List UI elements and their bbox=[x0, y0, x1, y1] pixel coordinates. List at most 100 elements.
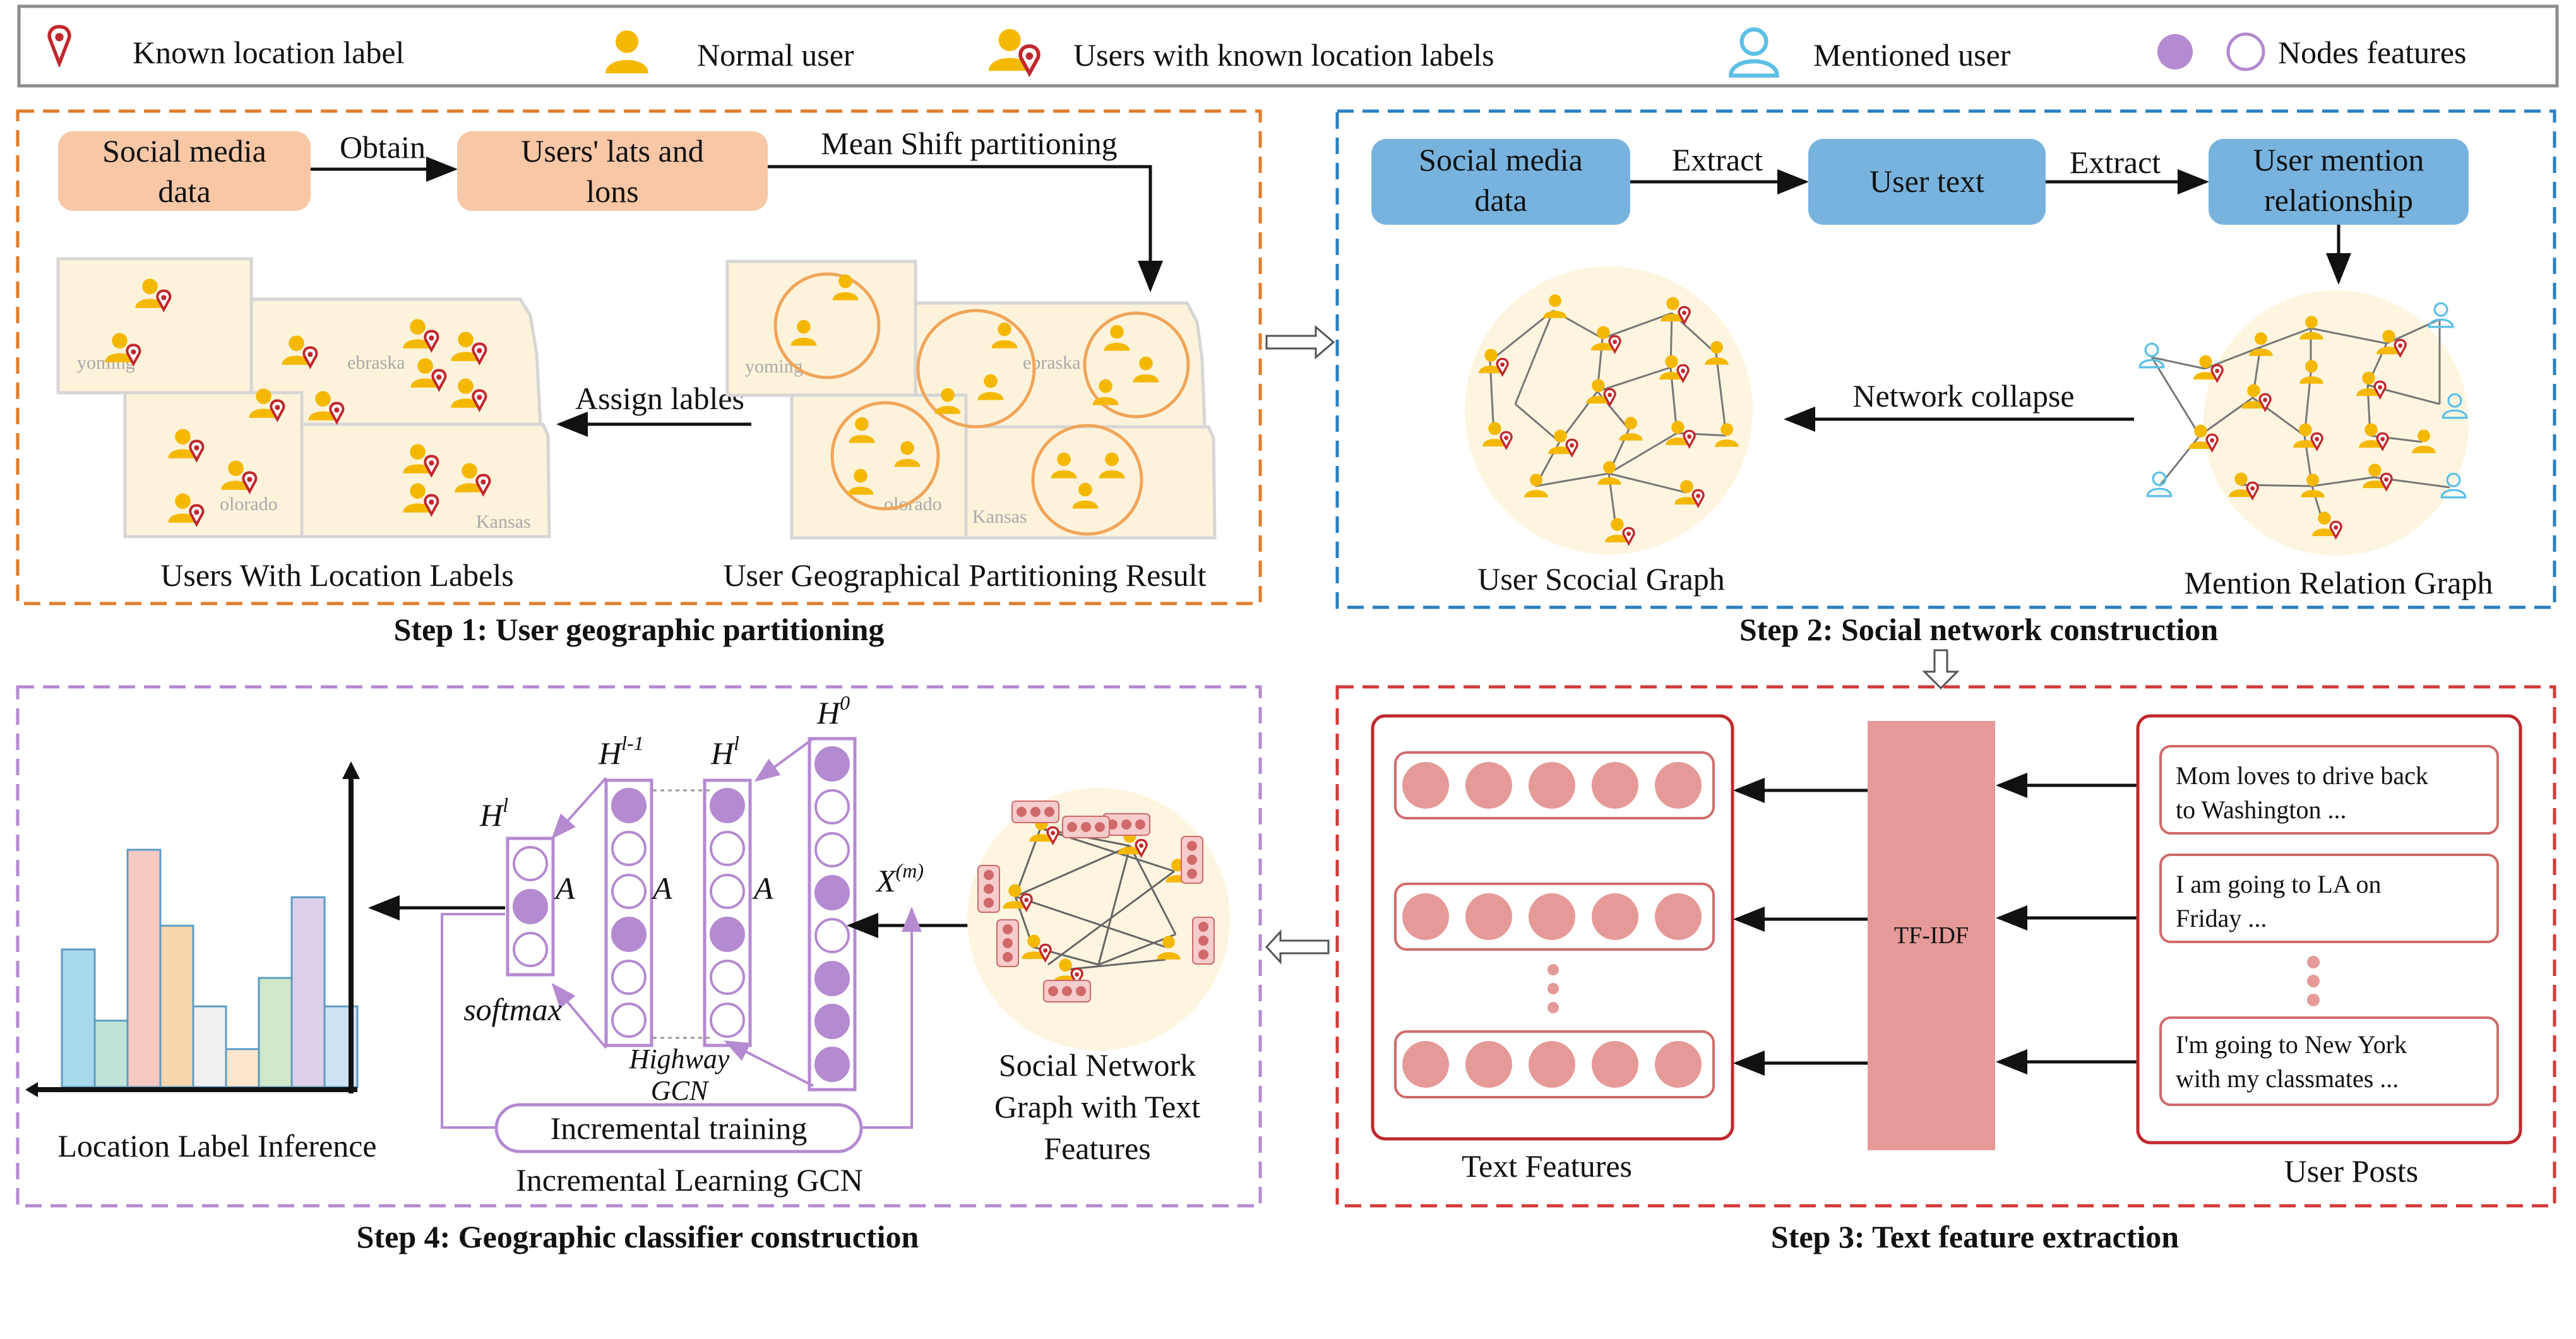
node-empty bbox=[710, 831, 745, 866]
step2-usertext-label: User text bbox=[1869, 164, 1984, 199]
social-network-text-graph bbox=[967, 788, 1230, 1050]
node-empty bbox=[814, 789, 850, 824]
step1-panel: Social media data Obtain Users' lats and… bbox=[16, 109, 1262, 647]
tfidf-block bbox=[1868, 721, 1995, 1150]
step4-panel: Location Label Inference Hl Hl-1 Hl H0 A… bbox=[16, 685, 1262, 1254]
post-line: I am going to LA on bbox=[2176, 870, 2382, 898]
step2-panel: Social media data Extract User text Extr… bbox=[1335, 109, 2556, 647]
node-empty bbox=[710, 960, 745, 995]
step4-caption-inference: Location Label Inference bbox=[57, 1128, 376, 1163]
feature-dot bbox=[1402, 1041, 1449, 1088]
step2-social-line1: Social media bbox=[1419, 142, 1583, 177]
graph-caption-line: Features bbox=[1044, 1131, 1150, 1166]
step2-collapse-label: Network collapse bbox=[1852, 378, 2074, 414]
legend-known-location-label: Known location label bbox=[133, 35, 404, 70]
highway-label: Highway bbox=[629, 1044, 730, 1074]
h-0-label: H0 bbox=[816, 691, 850, 730]
step2-title: Step 2: Social network construction bbox=[1739, 612, 2218, 647]
x-m-label: X(m) bbox=[875, 859, 924, 898]
step3-title: Step 3: Text feature extraction bbox=[1771, 1219, 2179, 1254]
bar bbox=[159, 924, 194, 1088]
a-label: A bbox=[554, 871, 575, 906]
step1-caption-left: Users With Location Labels bbox=[160, 557, 513, 593]
feature-dot bbox=[1655, 762, 1702, 809]
node-empty bbox=[513, 846, 548, 881]
post-card bbox=[2159, 745, 2499, 835]
feature-dot bbox=[1592, 893, 1638, 940]
step3-panel: TF-IDF Mom loves to drive back to Washin… bbox=[1335, 685, 2556, 1254]
incremental-training-label: Incremental training bbox=[551, 1110, 808, 1146]
post-line: with my classmates ... bbox=[2176, 1064, 2399, 1093]
post-card bbox=[2159, 1016, 2499, 1106]
bar bbox=[61, 948, 96, 1088]
step1-latlon-line2: lons bbox=[586, 174, 638, 209]
step4-title: Step 4: Geographic classifier constructi… bbox=[357, 1219, 919, 1254]
mention-relation-graph bbox=[2138, 290, 2469, 556]
cluster-circles bbox=[773, 272, 1190, 536]
node-empty bbox=[710, 874, 745, 909]
step1-latlon-line1: Users' lats and bbox=[521, 133, 704, 169]
post-line: I'm going to New York bbox=[2176, 1030, 2407, 1059]
node-filled bbox=[710, 788, 745, 823]
softmax-label: softmax bbox=[463, 992, 562, 1027]
feature-dot bbox=[1655, 893, 1702, 940]
node-empty bbox=[814, 918, 850, 953]
step2-social-box bbox=[1371, 139, 1630, 225]
step4-caption-gcn: Incremental Learning GCN bbox=[516, 1162, 863, 1198]
step1-title: Step 1: User geographic partitioning bbox=[394, 612, 885, 647]
tfidf-label: TF-IDF bbox=[1894, 922, 1969, 949]
gcn-layer bbox=[703, 778, 752, 1047]
step1-to-step2-arrow bbox=[1265, 324, 1335, 360]
training-loop-right bbox=[861, 907, 922, 1129]
h-l-label: Hl bbox=[710, 732, 739, 771]
empty-node-icon bbox=[2226, 32, 2265, 71]
node-filled bbox=[814, 1004, 850, 1039]
post-line: Mom loves to drive back bbox=[2176, 761, 2428, 790]
transition-arrows bbox=[1265, 324, 1960, 965]
step1-latlon-box bbox=[457, 131, 768, 211]
step3-caption-features: Text Features bbox=[1462, 1148, 1632, 1184]
gcn-layers bbox=[506, 737, 857, 1092]
node-filled bbox=[611, 788, 647, 823]
map-state-label: Kansas bbox=[972, 506, 1027, 527]
post-line: to Washington ... bbox=[2176, 795, 2347, 824]
a-label: A bbox=[651, 871, 672, 906]
node-filled bbox=[814, 1047, 850, 1082]
post-line: Friday ... bbox=[2176, 904, 2267, 932]
h-l-output-label: Hl bbox=[479, 794, 508, 833]
node-filled bbox=[814, 875, 850, 910]
step2-caption-left: User Scocial Graph bbox=[1477, 561, 1725, 597]
node-empty bbox=[611, 874, 647, 909]
highway-label: GCN bbox=[651, 1075, 710, 1106]
feature-dot bbox=[1402, 893, 1449, 940]
step2-mention-box bbox=[2209, 139, 2469, 225]
step3-caption-posts: User Posts bbox=[2284, 1153, 2419, 1189]
feature-dot bbox=[1592, 1041, 1638, 1088]
step1-assign-label: Assign lables bbox=[575, 381, 744, 416]
step1-obtain-label: Obtain bbox=[340, 129, 426, 165]
step2-extract2-label: Extract bbox=[2070, 145, 2161, 180]
node-filled bbox=[710, 917, 745, 952]
arrow-mean-shift bbox=[768, 165, 1163, 292]
bar bbox=[126, 848, 162, 1088]
feature-ellipsis bbox=[1547, 964, 1559, 1013]
step3-to-step4-arrow bbox=[1265, 929, 1330, 965]
map-state-label: olorado bbox=[884, 494, 942, 515]
inference-bar-chart bbox=[25, 761, 360, 1097]
bar bbox=[192, 1005, 227, 1088]
legend-users-with-known-labels: Users with known location labels bbox=[1073, 37, 1494, 73]
feature-dot bbox=[1655, 1041, 1702, 1088]
feature-dot bbox=[1465, 1041, 1512, 1088]
step1-social-line2: data bbox=[158, 174, 210, 209]
feature-dot bbox=[1465, 762, 1512, 809]
bar bbox=[225, 1048, 260, 1088]
feature-dot bbox=[1529, 893, 1575, 940]
node-empty bbox=[611, 831, 647, 866]
feature-dot bbox=[1465, 893, 1512, 940]
incremental-training-pill bbox=[494, 1103, 863, 1153]
feature-dot bbox=[1529, 762, 1575, 809]
legend-nodes-features: Nodes features bbox=[2278, 35, 2467, 70]
h-l-minus-1-label: Hl-1 bbox=[598, 732, 644, 771]
